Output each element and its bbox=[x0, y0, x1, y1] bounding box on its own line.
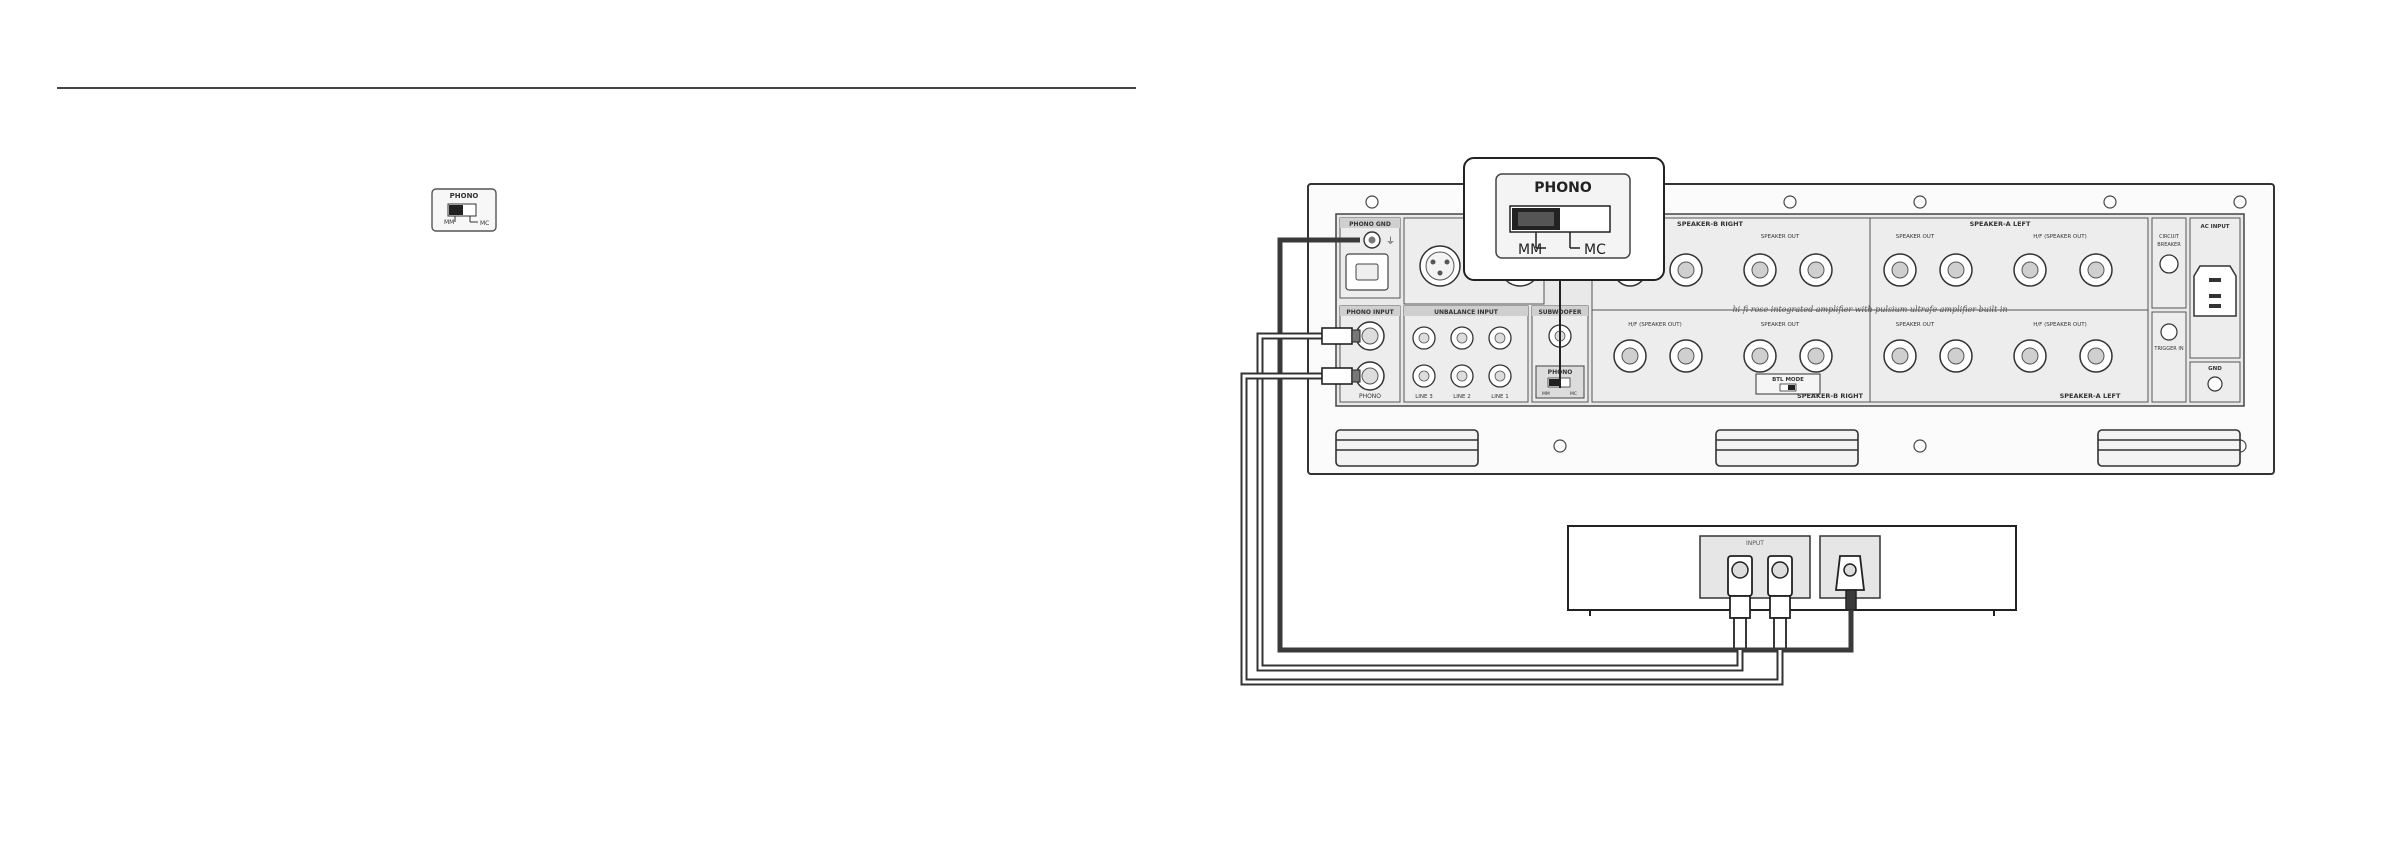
phono-switch-small-title: PHONO bbox=[450, 192, 479, 200]
speaker-a-left-bottom: SPEAKER-A LEFT bbox=[2060, 392, 2121, 400]
turntable-input-label: INPUT bbox=[1746, 540, 1764, 547]
trigger-jack[interactable] bbox=[2160, 323, 2178, 341]
speaker-b-right-bottom: SPEAKER-B RIGHT bbox=[1797, 392, 1864, 400]
unbalance-input-label: UNBALANCE INPUT bbox=[1434, 309, 1499, 316]
turntable-plugs bbox=[1729, 589, 1857, 651]
line-1-label: LINE 1 bbox=[1491, 394, 1509, 400]
switch-knob-small bbox=[449, 205, 463, 215]
unbalance-input-section: UNBALANCE INPUT LINE 3 LINE 2 LINE 1 bbox=[1403, 305, 1529, 403]
phono-jack-label: PHONO bbox=[1359, 393, 1381, 400]
callout-mm: MM bbox=[1518, 242, 1542, 258]
phono-switch-small: PHONO MM MC bbox=[431, 188, 497, 232]
circuit-breaker-label-1: CIRCUIT bbox=[2159, 234, 2180, 240]
line-2-label: LINE 2 bbox=[1453, 394, 1471, 400]
amplifier-rear-panel: PHONO GND ⏚ PHONO INPUT PHONO bbox=[1307, 183, 2275, 475]
circuit-breaker-label-2: BREAKER bbox=[2157, 242, 2181, 248]
turntable: INPUT bbox=[1567, 525, 2017, 651]
btl-mode-label: BTL MODE bbox=[1772, 377, 1804, 383]
chassis-gnd-terminal[interactable] bbox=[2207, 376, 2223, 392]
phono-gnd-section: PHONO GND ⏚ bbox=[1339, 217, 1401, 299]
amp-feet bbox=[1335, 429, 2241, 467]
cables bbox=[1240, 237, 1854, 686]
callout-mc: MC bbox=[1584, 242, 1606, 258]
speaker-out-label-1: SPEAKER OUT bbox=[1761, 234, 1800, 240]
ac-inlet[interactable] bbox=[2193, 265, 2237, 317]
line-3-label: LINE 3 bbox=[1415, 394, 1433, 400]
speaker-a-left-top: SPEAKER-A LEFT bbox=[1970, 220, 2031, 228]
circuit-breaker-button[interactable] bbox=[2159, 254, 2179, 274]
turntable-ground-lug bbox=[1834, 555, 1866, 591]
gnd-label: GND bbox=[2208, 366, 2222, 372]
gnd-symbol: ⏚ bbox=[1386, 236, 1395, 247]
turntable-rca-outputs bbox=[1727, 555, 1793, 597]
ac-input-label: AC INPUT bbox=[2200, 224, 2229, 230]
callout-title: PHONO bbox=[1534, 180, 1592, 196]
hf-speaker-out-label-2: H/F (SPEAKER OUT) bbox=[1628, 322, 1682, 328]
hf-speaker-out-label-3: H/F (SPEAKER OUT) bbox=[2033, 322, 2087, 328]
phono-switch-panel-mc: MC bbox=[1570, 391, 1577, 397]
amp-slogan: hi-fi rose integrated amplifier with pul… bbox=[1732, 305, 2007, 314]
phono-switch-panel-mm: MM bbox=[1542, 391, 1550, 397]
phono-input-label: PHONO INPUT bbox=[1346, 309, 1394, 316]
phono-switch-panel-knob[interactable] bbox=[1549, 379, 1559, 386]
phono-switch-small-mc: MC bbox=[480, 220, 489, 227]
phono-switch-small-mm: MM bbox=[444, 219, 454, 226]
speaker-terminals: SPEAKER-B RIGHT SPEAKER-A LEFT SPEAKER-B… bbox=[1591, 217, 2149, 403]
speaker-b-right-top: SPEAKER-B RIGHT bbox=[1677, 220, 1744, 228]
speaker-out-label-4: SPEAKER OUT bbox=[1896, 322, 1935, 328]
speaker-out-label-3: SPEAKER OUT bbox=[1761, 322, 1800, 328]
phono-input-section: PHONO INPUT PHONO bbox=[1339, 305, 1401, 403]
phono-switch-callout: PHONO MM MC bbox=[1463, 157, 1665, 388]
power-section: CIRCUIT BREAKER TRIGGER IN AC INPUT GND bbox=[2151, 217, 2241, 403]
phono-gnd-label: PHONO GND bbox=[1349, 221, 1391, 228]
trigger-label: TRIGGER IN bbox=[2153, 346, 2183, 352]
speaker-out-label-2: SPEAKER OUT bbox=[1896, 234, 1935, 240]
hf-speaker-out-label-1: H/F (SPEAKER OUT) bbox=[2033, 234, 2087, 240]
ground-cable bbox=[1277, 237, 1854, 653]
